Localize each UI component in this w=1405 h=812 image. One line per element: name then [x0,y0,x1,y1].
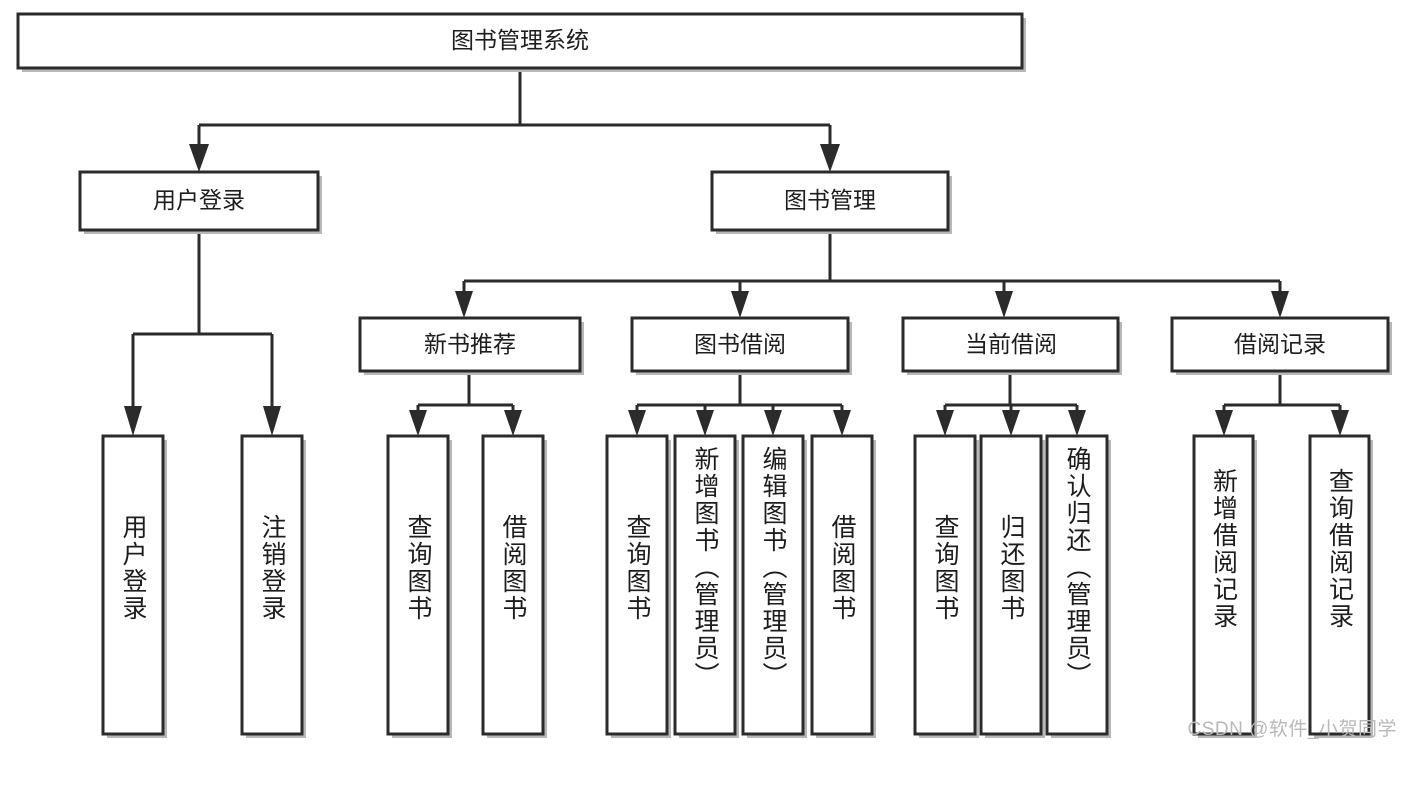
leaf-box-new-book-0[interactable] [386,434,452,738]
node-root-label: 图书管理系统 [451,27,589,53]
diagram-canvas: 图书管理系统 用户登录 图书管理 新书推荐 图书借阅 当前借阅 [16,12,1397,740]
watermark-text: CSDN @软件_小贺同学 [1187,719,1397,740]
node-book-management[interactable]: 图书管理 [710,170,952,234]
node-book-borrow-label: 图书借阅 [694,331,786,357]
node-user-login-label: 用户登录 [153,187,245,213]
leaf-box-current-borrow-2[interactable] [1045,434,1111,738]
node-root[interactable]: 图书管理系统 [16,12,1026,72]
connector-root-to-level2 [189,68,840,172]
node-new-book-recommend-label: 新书推荐 [424,331,516,357]
hierarchy-diagram-svg: 图书管理系统 用户登录 图书管理 新书推荐 图书借阅 当前借阅 [16,12,1392,738]
node-user-login[interactable]: 用户登录 [78,170,322,234]
leaf-box-current-borrow-1[interactable] [979,434,1045,738]
leaf-box-book-borrow-0[interactable] [605,434,671,738]
connector-userlogin-to-leaves [124,232,281,436]
leaf-box-book-borrow-3[interactable] [810,434,876,738]
leaf-box-new-book-1[interactable] [481,434,547,738]
node-current-borrow[interactable]: 当前借阅 [901,316,1122,375]
node-borrow-record-label: 借阅记录 [1234,331,1326,357]
leaf-box-current-borrow-0[interactable] [913,434,979,738]
connector-newbook-to-leaves [409,373,522,436]
node-borrow-record[interactable]: 借阅记录 [1170,316,1392,375]
leaf-box-borrow-record-0[interactable] [1192,434,1257,738]
leaf-box-user-login-1[interactable] [240,434,306,738]
connector-bookborrow-to-leaves [628,373,851,436]
leaf-box-user-login-0[interactable] [101,434,167,738]
node-new-book-recommend[interactable]: 新书推荐 [358,316,584,375]
node-book-management-label: 图书管理 [784,187,876,213]
node-book-borrow[interactable]: 图书借阅 [630,316,852,375]
connector-borrowrecord-to-leaves [1215,373,1349,436]
node-current-borrow-label: 当前借阅 [965,331,1057,357]
leaf-box-borrow-record-1[interactable] [1308,434,1373,738]
connector-bookmgmt-to-level3 [455,232,1289,318]
connector-currentborrow-to-leaves [936,373,1086,436]
leaf-box-book-borrow-2[interactable] [741,434,807,738]
leaf-box-book-borrow-1[interactable] [673,434,739,738]
